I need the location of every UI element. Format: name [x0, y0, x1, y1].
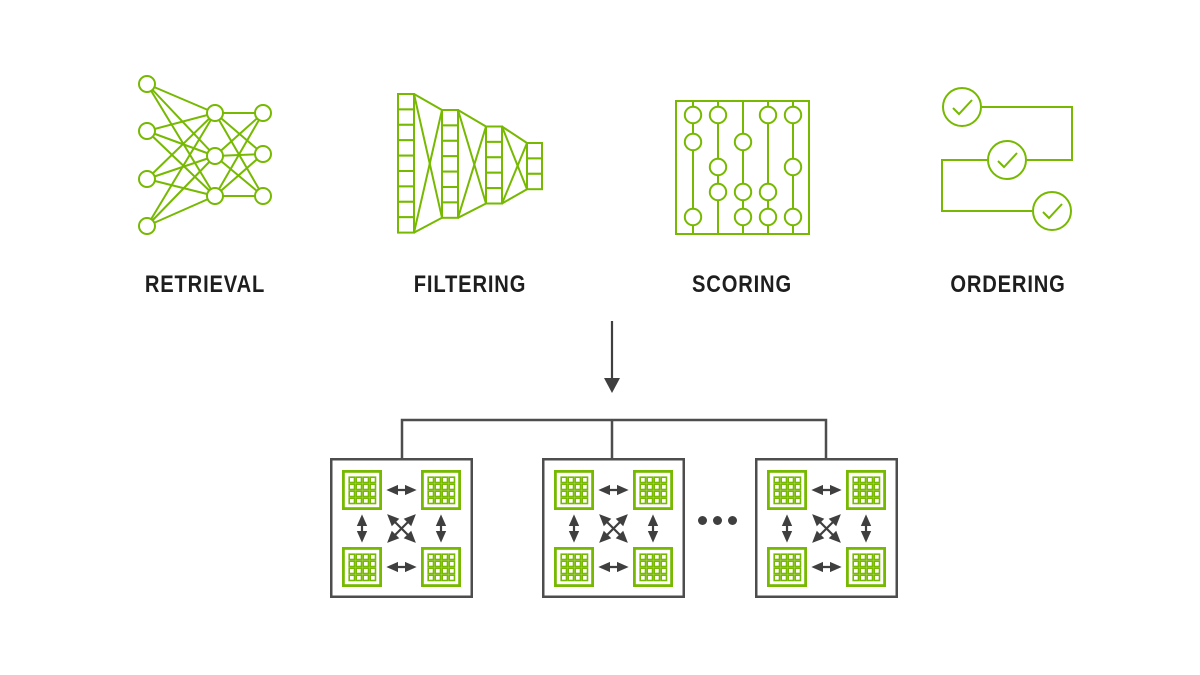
stage-ordering: ORDERING: [898, 60, 1118, 299]
gpu-cluster-box-2: [542, 458, 685, 598]
stage-scoring: SCORING: [632, 60, 852, 299]
gpu-cluster-box-1: [330, 458, 473, 598]
ellipsis-dot: [713, 516, 722, 525]
stage-icon-area: [632, 60, 852, 235]
ellipsis-dot: [698, 516, 707, 525]
gpu-cluster-box-3: [755, 458, 898, 598]
stage-label-scoring: SCORING: [692, 271, 792, 298]
ordered-checkmarks-icon: [941, 87, 1073, 231]
branch-connector: [400, 418, 828, 458]
stage-label-ordering: ORDERING: [950, 271, 1066, 298]
stage-label-retrieval: RETRIEVAL: [144, 271, 266, 298]
abacus-scoring-icon: [674, 100, 810, 235]
filter-funnel-icon: [397, 93, 543, 234]
stage-icon-area: [360, 60, 580, 235]
neural-network-icon: [138, 75, 272, 235]
stage-label-filtering: FILTERING: [413, 271, 527, 298]
ellipsis-dots: [698, 516, 737, 525]
stage-filtering: FILTERING: [360, 60, 580, 299]
ellipsis-dot: [728, 516, 737, 525]
stage-retrieval: RETRIEVAL: [95, 60, 315, 299]
flow-down-arrow: [604, 321, 620, 393]
stage-icon-area: [95, 60, 315, 235]
stage-icon-area: [898, 60, 1118, 235]
